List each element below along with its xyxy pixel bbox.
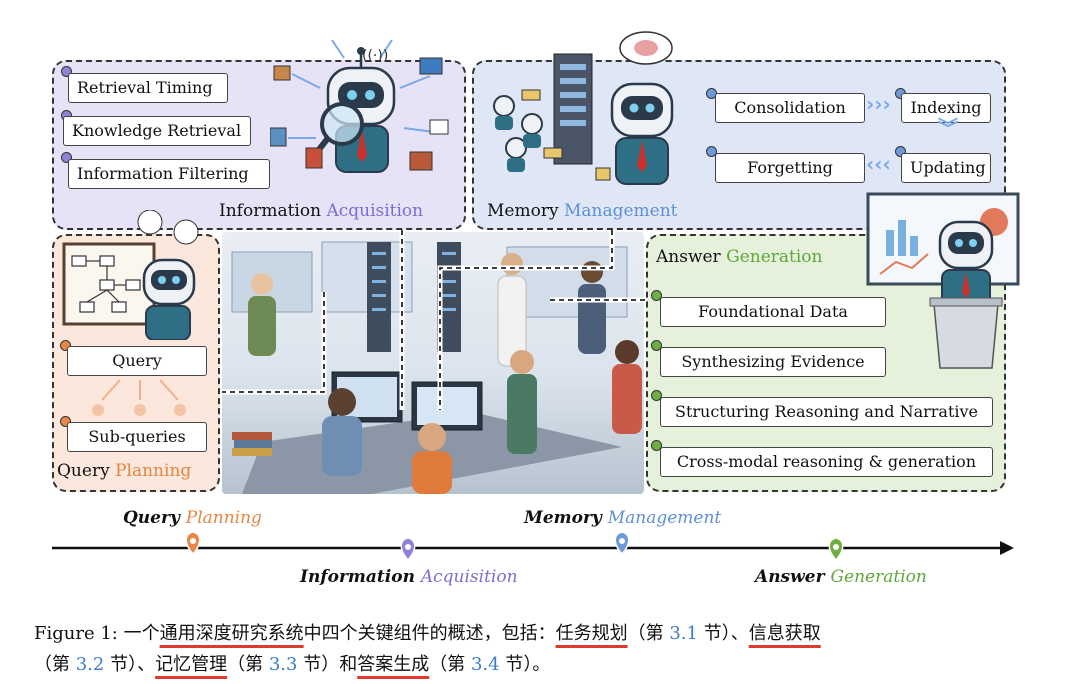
title-part1: Information	[219, 201, 322, 221]
caption-section-number: 3.2	[75, 654, 105, 675]
memory-management-title: Memory Management	[487, 201, 678, 221]
query-planning-title: Query Planning	[57, 461, 191, 481]
query-box: Query	[67, 346, 207, 376]
label-part2: Planning	[185, 508, 262, 528]
updating-dot	[895, 146, 906, 157]
presenter-robot-illustration	[866, 192, 1020, 369]
title-part1: Query	[57, 461, 110, 481]
caption-text: 节）。	[499, 654, 551, 675]
caption-underline-3: 信息获取	[748, 623, 821, 644]
foundational-data-box: Foundational Data	[660, 297, 886, 327]
caption-text: （第	[627, 623, 670, 644]
office-scene-svg	[231, 241, 642, 494]
brain-cloud-icon	[619, 31, 673, 65]
robot-icon	[610, 82, 674, 185]
office-scene-illustration	[222, 232, 644, 494]
caption-text: 节）、	[104, 654, 156, 675]
timeline-label-query-planning: Query Planning	[123, 508, 262, 528]
timeline-label-answer-generation: Answer Generation	[755, 567, 927, 587]
label-part1: Answer	[755, 567, 825, 587]
caption-text: 一个	[117, 623, 160, 644]
label-part1: Information	[300, 567, 415, 587]
chevron-down-icon: ︾	[938, 116, 958, 140]
title-part2: Planning	[115, 461, 192, 481]
structuring-reasoning-box: Structuring Reasoning and Narrative	[660, 397, 993, 427]
subqueries-dot	[60, 416, 71, 427]
memory-robots-illustration	[493, 31, 674, 185]
caption-section-number: 3.4	[470, 654, 500, 675]
person-figures	[248, 253, 642, 494]
consolidation-box: Consolidation	[715, 93, 865, 123]
caption-label: Figure 1:	[34, 623, 118, 644]
cross-modal-dot	[651, 440, 662, 451]
indexing-box: Indexing	[901, 93, 991, 123]
podium-icon	[929, 297, 1003, 369]
information-acquisition-title: Information Acquisition	[219, 201, 423, 221]
caption-section-number: 3.3	[268, 654, 298, 675]
information-filtering-dot	[61, 152, 72, 163]
label-part2: Acquisition	[420, 567, 518, 587]
subqueries-box: Sub-queries	[67, 422, 207, 452]
caption-text: 节）、	[697, 623, 749, 644]
information-filtering-box: Information Filtering	[68, 159, 270, 189]
query-split-arrows	[92, 379, 186, 416]
caption-text: （第	[429, 654, 471, 675]
retrieval-timing-dot	[61, 66, 72, 77]
timeline-arrowhead	[1000, 541, 1014, 555]
planning-board-illustration	[62, 210, 199, 340]
chevron-right-icon: ›››	[866, 92, 891, 116]
timeline-label-information-acquisition: Information Acquisition	[300, 567, 518, 587]
timeline-label-memory-management: Memory Management	[524, 508, 721, 528]
server-rack-icon	[553, 53, 593, 165]
line-chart-icon	[879, 253, 929, 275]
title-part1: Answer	[656, 247, 721, 267]
caption-text: （第	[227, 654, 269, 675]
chevron-left-icon: ‹‹‹	[866, 152, 891, 176]
small-robots	[493, 95, 543, 172]
structuring-reasoning-dot	[651, 390, 662, 401]
caption-text: 中四个关键组件的概述，包括：	[303, 623, 556, 644]
forgetting-box: Forgetting	[715, 153, 865, 183]
scroll-icons	[521, 89, 611, 181]
cross-modal-box: Cross-modal reasoning & generation	[660, 447, 993, 477]
connector-dashes	[222, 230, 646, 410]
robot-magnifier-illustration	[270, 39, 449, 173]
answer-generation-title: Answer Generation	[656, 247, 822, 267]
presentation-board-icon	[62, 242, 156, 326]
foundational-data-dot	[651, 290, 662, 301]
title-part2: Management	[563, 201, 678, 221]
synthesizing-evidence-box: Synthesizing Evidence	[660, 347, 886, 377]
caption-underline-2: 任务规划	[555, 623, 628, 644]
label-part1: Memory	[524, 508, 602, 528]
thought-bubbles	[137, 210, 199, 245]
bar-chart-icon	[886, 220, 918, 256]
caption-underline-1: 通用深度研究系统	[159, 623, 304, 644]
label-part1: Query	[123, 508, 180, 528]
flowchart-icon	[71, 255, 141, 313]
document-icons	[270, 57, 449, 171]
retrieval-arrows	[288, 39, 435, 139]
updating-box: Updating	[901, 153, 991, 183]
synthesizing-evidence-dot	[651, 340, 662, 351]
forgetting-dot	[706, 146, 717, 157]
caption-text: （第	[34, 654, 76, 675]
knowledge-retrieval-box: Knowledge Retrieval	[63, 116, 251, 146]
title-part2: Acquisition	[326, 201, 424, 221]
figure-caption: Figure 1: 一个通用深度研究系统中四个关键组件的概述，包括：任务规划（第…	[34, 618, 1054, 680]
retrieval-timing-box: Retrieval Timing	[68, 73, 228, 103]
caption-text: 节）和	[297, 654, 358, 675]
title-part1: Memory	[487, 201, 559, 221]
caption-underline-4: 记忆管理	[155, 654, 228, 675]
magnifier-icon	[311, 102, 364, 158]
caption-section-number: 3.1	[669, 623, 698, 644]
label-part2: Generation	[830, 567, 927, 587]
caption-underline-5: 答案生成	[357, 654, 430, 675]
title-part2: Generation	[726, 247, 823, 267]
query-dot	[60, 340, 71, 351]
robot-icon	[142, 258, 196, 340]
wifi-icon: ((·))	[362, 48, 389, 64]
label-part2: Management	[607, 508, 722, 528]
